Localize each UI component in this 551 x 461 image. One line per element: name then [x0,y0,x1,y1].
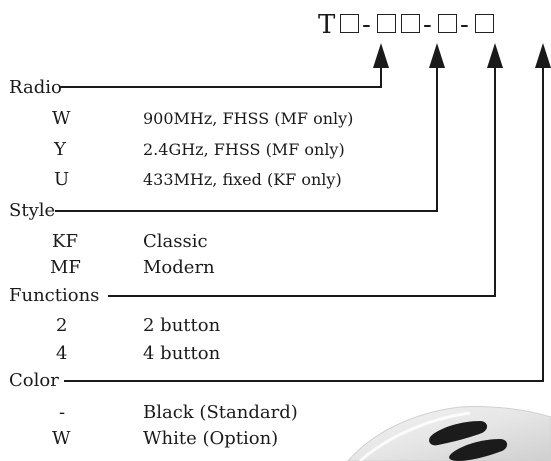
code-slot-radio [340,14,359,33]
radio-connector-line [60,60,382,88]
style-arrow-icon [429,43,445,68]
option-code: 4 [56,343,68,364]
color-connector-line [64,60,544,382]
option-desc: 433MHz, fixed (KF only) [143,170,342,189]
option-code: W [52,428,71,449]
option-desc: 2 button [143,315,221,336]
code-separator-3: - [460,10,469,40]
code-slot-functions [438,14,457,33]
option-desc: Black (Standard) [143,402,298,423]
option-desc: Classic [143,231,208,252]
style-connector-line [55,60,438,212]
radio-arrow-icon [373,43,389,68]
code-separator-2: - [423,10,432,40]
color-arrow-icon [535,43,551,68]
remote-transmitter-image [347,406,551,461]
code-prefix: T [318,10,336,40]
option-code: U [54,169,70,190]
functions-connector-line [108,60,496,297]
code-slot-style-1 [377,14,396,33]
option-desc: 2.4GHz, FHSS (MF only) [143,140,345,159]
remote-buttons [429,421,508,461]
option-code: 2 [56,315,68,336]
option-desc: 900MHz, FHSS (MF only) [143,109,354,128]
code-slot-color [475,14,494,33]
option-desc: White (Option) [143,428,279,449]
option-code: W [52,108,71,129]
section-label-color: Color [9,370,59,391]
option-code: Y [54,139,66,160]
code-separator-1: - [362,10,371,40]
section-label-functions: Functions [9,285,100,306]
option-code: KF [52,231,78,252]
option-desc: Modern [143,257,215,278]
option-desc: 4 button [143,343,221,364]
code-slot-style-2 [401,14,420,33]
section-label-style: Style [9,200,56,221]
section-label-radio: Radio [9,77,62,98]
option-code: MF [50,257,81,278]
functions-arrow-icon [487,43,503,68]
option-code: - [59,402,66,423]
